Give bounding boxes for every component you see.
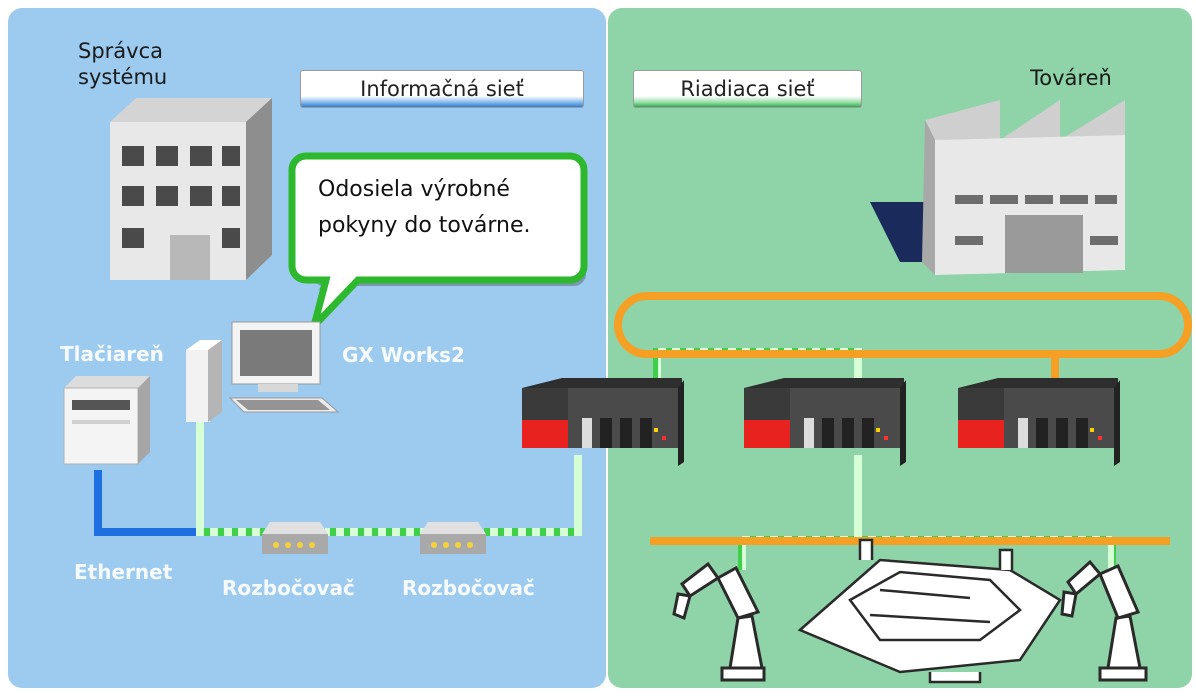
speech-bubble-line-2: pokyny do továrne.	[318, 213, 531, 238]
speech-bubble	[288, 152, 588, 339]
robot-arm-icon-right	[1060, 559, 1148, 682]
ethernet-cable	[94, 470, 200, 536]
control-network-tag: Riadiaca sieť	[633, 70, 862, 108]
factory-label: Továreň	[1030, 66, 1112, 90]
office-building-icon	[110, 98, 272, 280]
car-body-icon	[797, 538, 1062, 684]
hub-label-1: Rozbočovač	[222, 576, 355, 600]
hub-label-2: Rozbočovač	[402, 576, 535, 600]
hub-icon-2	[420, 522, 486, 554]
printer-label: Tlačiareň	[60, 342, 164, 366]
software-label: GX Works2	[342, 343, 465, 367]
plc-icon-1	[522, 378, 684, 466]
system-admin-label-line-1: Správca	[78, 39, 164, 63]
speech-bubble-line-1: Odosiela výrobné	[318, 177, 510, 202]
computer-icon	[186, 321, 340, 422]
system-admin-label: Správca systému	[78, 38, 167, 90]
printer-icon	[63, 376, 150, 465]
plc-icon-2	[744, 378, 906, 466]
system-admin-label-line-2: systému	[78, 65, 168, 89]
robot-arm-icon-left	[672, 561, 766, 682]
speech-bubble-text: Odosiela výrobné pokyny do továrne.	[318, 172, 578, 244]
plc-icon-3	[958, 378, 1120, 466]
factory-icon	[870, 100, 1125, 275]
ethernet-label: Ethernet	[74, 560, 173, 584]
orange-network	[614, 292, 1192, 545]
hub-icon-1	[262, 522, 328, 554]
information-network-tag: Informačná sieť	[300, 70, 584, 108]
